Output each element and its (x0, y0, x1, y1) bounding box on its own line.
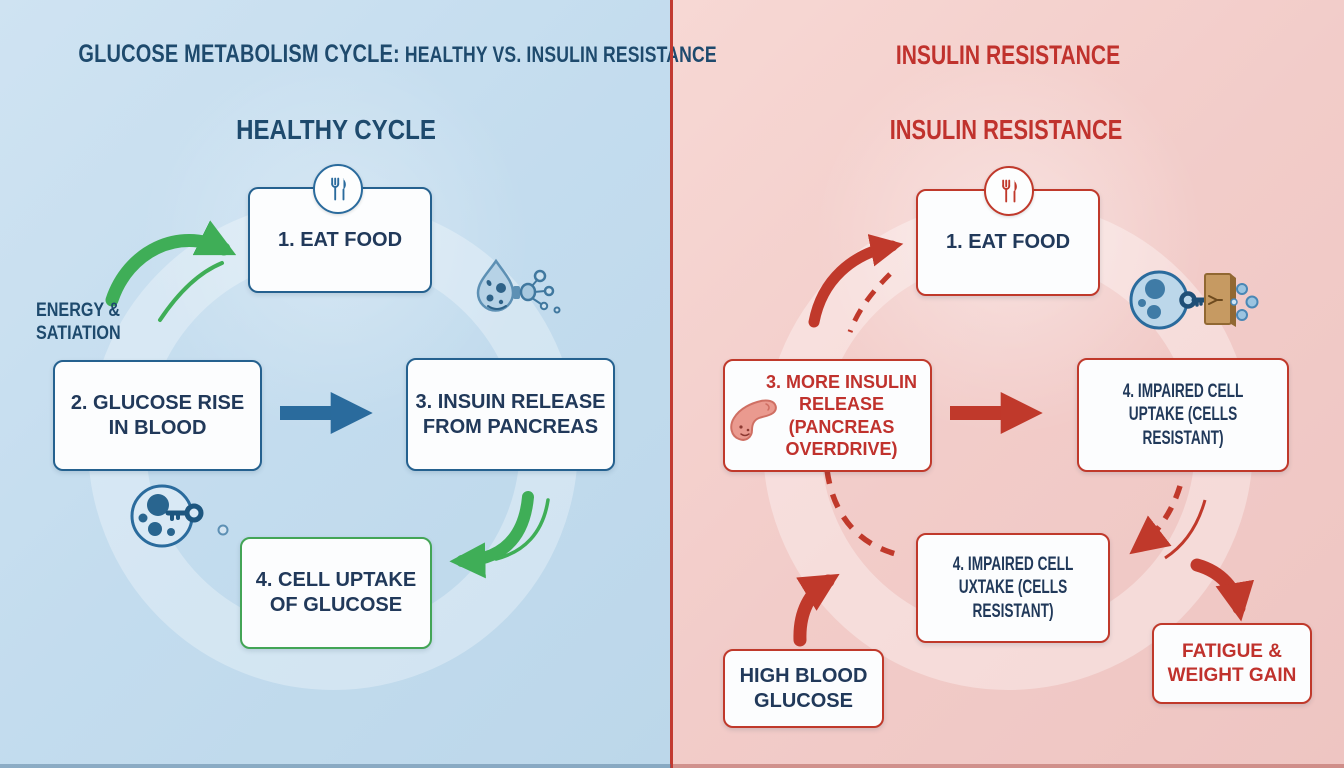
panel-divider (670, 0, 673, 768)
resistance-step4b-label: 4. IMPAIRED CELL UXTAKE (CELLS RESISTANT… (952, 553, 1074, 622)
right-panel-title: INSULIN RESISTANCE (895, 40, 1121, 70)
bottom-edge-right (673, 764, 1344, 768)
healthy-step2-box: 2. GLUCOSE RISE IN BLOOD (53, 360, 262, 471)
resistance-step4-box: 4. IMPAIRED CELL UPTAKE (CELLS RESISTANT… (1077, 358, 1289, 472)
healthy-step1-label: 1. EAT FOOD (277, 228, 403, 251)
resistance-step4b-box: 4. IMPAIRED CELL UXTAKE (CELLS RESISTANT… (916, 533, 1110, 643)
cell-key-icon (130, 484, 229, 548)
healthy-step2-label: 2. GLUCOSE RISE IN BLOOD (70, 391, 245, 439)
insulin-droplet-icon (476, 258, 561, 314)
bottom-edge-left (0, 764, 671, 768)
healthy-cycle-subtitle: HEALTHY CYCLE (236, 114, 436, 145)
healthy-step3-label: 3. INSUIN RELEASE FROM PANCREAS (415, 390, 606, 438)
pancreas-icon (730, 399, 777, 441)
cell-locked-door-icon (1129, 270, 1259, 330)
healthy-step4-box: 4. CELL UPTAKE OF GLUCOSE (240, 537, 432, 649)
insulin-resistance-subtitle: INSULIN RESISTANCE (889, 114, 1123, 145)
healthy-step3-box: 3. INSUIN RELEASE FROM PANCREAS (406, 358, 615, 471)
page-title-sub: HEALTHY VS. INSULIN RESISTANCE (399, 42, 717, 67)
page-title: GLUCOSE METABOLISM CYCLE: HEALTHY VS. IN… (78, 40, 716, 69)
high-blood-glucose-label: HIGH BLOOD GLUCOSE (739, 664, 868, 712)
resistance-step1-label: 1. EAT FOOD (945, 231, 1071, 254)
resistance-step3-label: 3. MORE INSULIN RELEASE (PANCREAS OVERDR… (765, 371, 917, 459)
resistance-step4-label: 4. IMPAIRED CELL UPTAKE (CELLS RESISTANT… (1122, 380, 1244, 449)
page-title-main: GLUCOSE METABOLISM CYCLE: (78, 40, 400, 68)
healthy-step4-label: 4. CELL UPTAKE OF GLUCOSE (255, 569, 417, 616)
fork-knife-icon (313, 164, 363, 214)
fork-knife-icon (984, 166, 1034, 216)
high-blood-glucose-box: HIGH BLOOD GLUCOSE (723, 649, 884, 728)
fatigue-weight-gain-box: FATIGUE & WEIGHT GAIN (1152, 623, 1312, 704)
energy-satiation-label: ENERGY & SATIATION (36, 300, 121, 344)
fatigue-weight-gain-label: FATIGUE & WEIGHT GAIN (1167, 640, 1297, 686)
